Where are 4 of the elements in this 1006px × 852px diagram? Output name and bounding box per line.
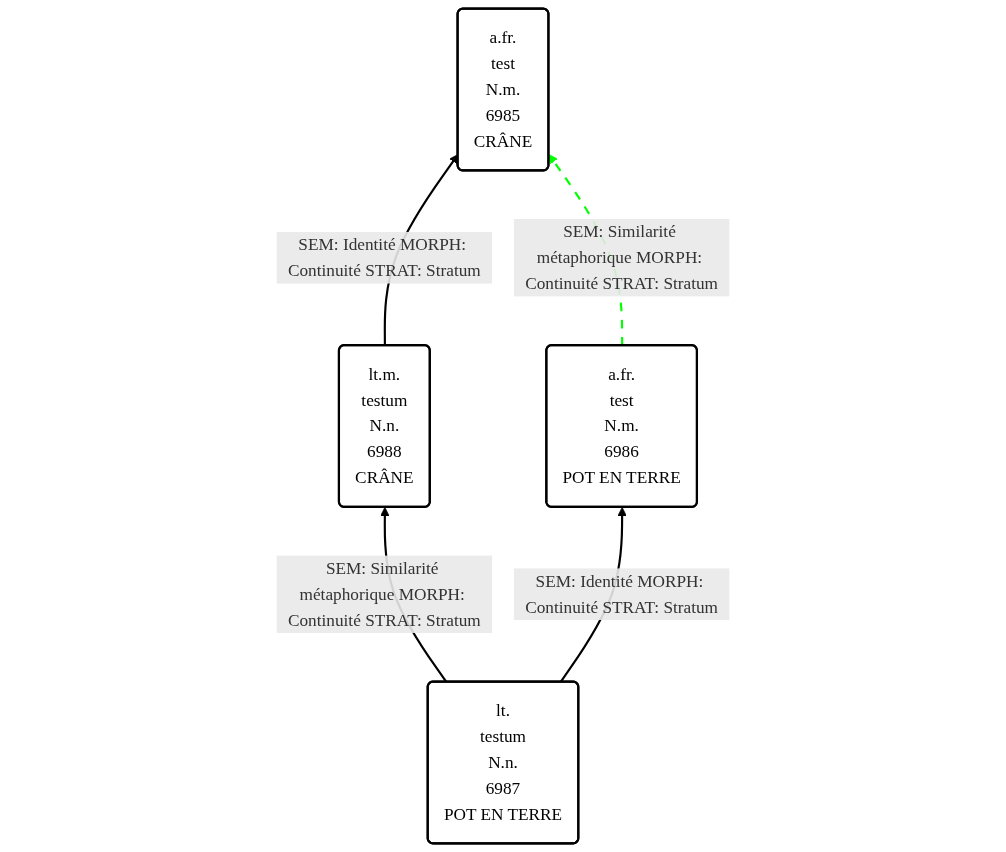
edge-label: SEM: Similarité métaphorique MORPH: Continuité STRAT: Stratum: [525, 222, 719, 293]
edge-label: SEM: Similarité métaphorique MORPH: Continuité STRAT: Stratum: [287, 558, 481, 629]
edge-label: SEM: Identité MORPH: Continuité STRAT: Stratum: [287, 235, 481, 280]
edge-label: SEM: Identité MORPH: Continuité STRAT: Stratum: [525, 571, 719, 616]
